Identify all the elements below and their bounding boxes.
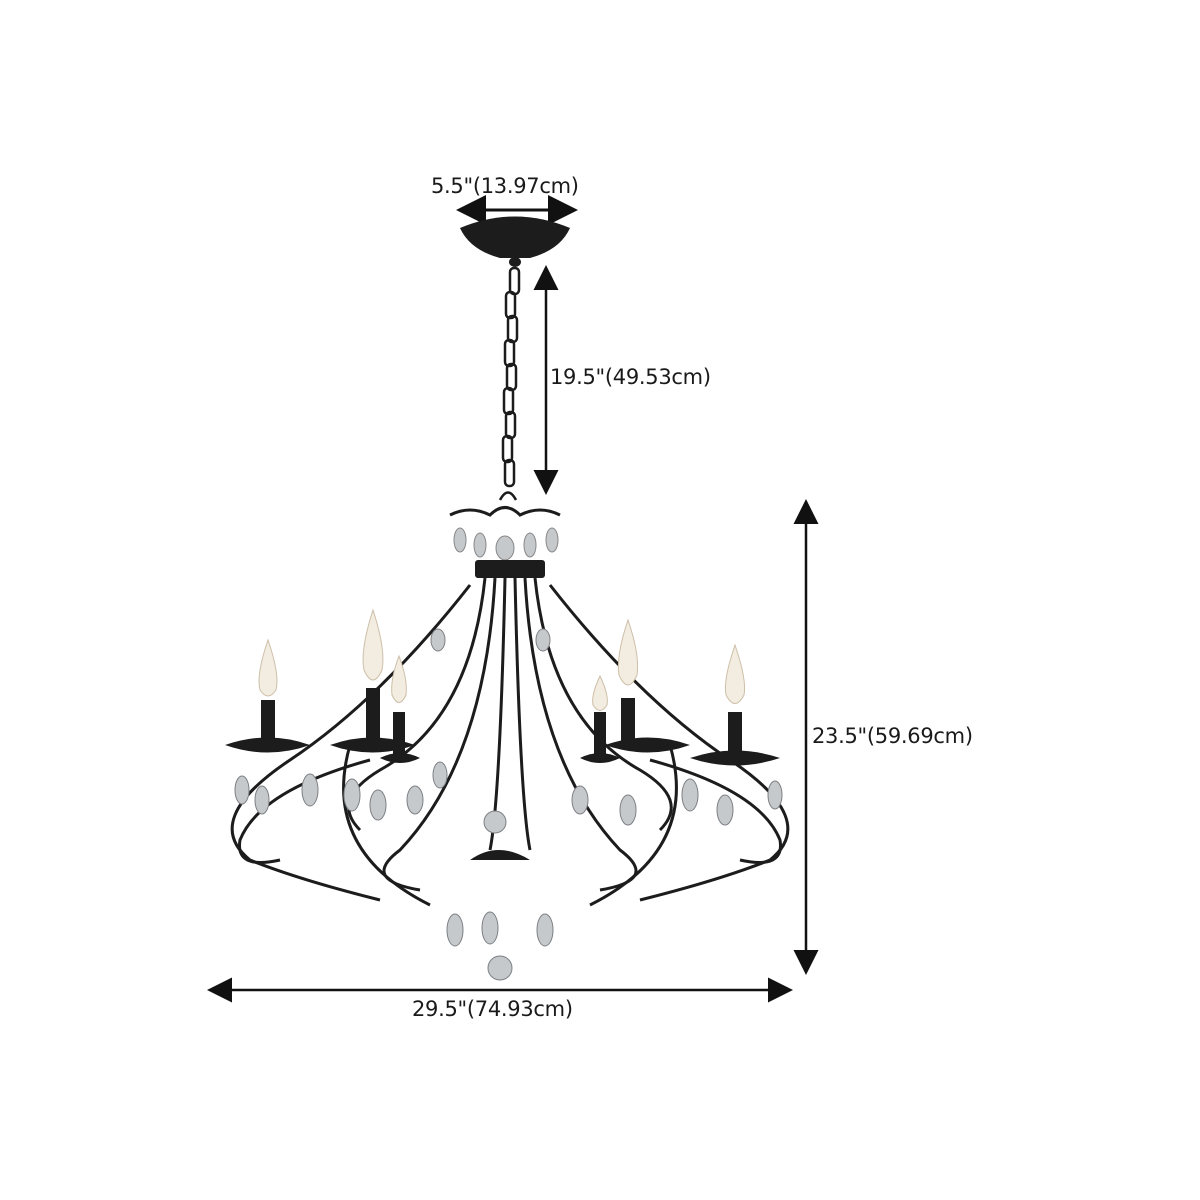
chain (498, 266, 521, 501)
canopy-diameter-label: 5.5"(13.97cm) (431, 174, 579, 198)
chain-length-label: 19.5"(49.53cm) (550, 365, 711, 389)
fixture-height-label: 23.5"(59.69cm) (812, 724, 973, 748)
fixture-width-label: 29.5"(74.93cm) (412, 997, 573, 1021)
chandelier-body (225, 506, 790, 981)
ceiling-canopy (460, 216, 570, 267)
